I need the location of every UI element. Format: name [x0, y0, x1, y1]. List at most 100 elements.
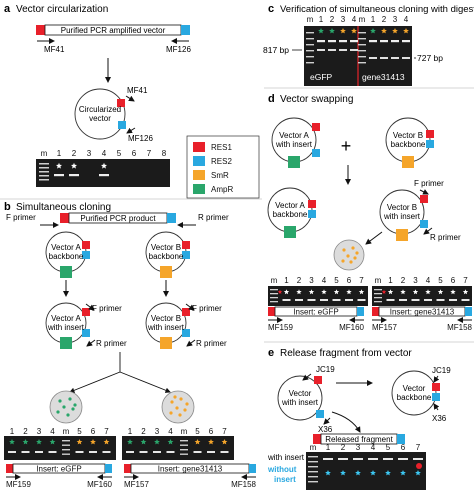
gel: [306, 452, 426, 490]
smr-marker: [160, 266, 172, 278]
gel-lane-label: 4: [426, 276, 431, 285]
legend-swatch: [193, 184, 205, 194]
primer-r: R primer: [198, 213, 229, 222]
primer-f: F primer: [6, 213, 36, 222]
primer-mf126: MF126: [166, 45, 191, 54]
ladder-band: [308, 466, 318, 468]
lane-star: [283, 289, 290, 295]
res1-block: [312, 123, 320, 131]
gel-lane-label: 4: [50, 427, 55, 436]
colonies: [56, 397, 77, 417]
lane-star: [325, 470, 331, 476]
gel-band: [413, 458, 423, 460]
right-r-primer: R primer: [196, 339, 227, 348]
gel: [372, 286, 472, 306]
lane-star: [412, 289, 419, 295]
res1-block: [82, 308, 90, 316]
ampr-marker: [60, 266, 72, 278]
ladder-band: [306, 62, 314, 64]
lane-star: [400, 289, 406, 295]
gel-lane-label: 2: [401, 276, 406, 285]
primer-arrow: [419, 189, 429, 195]
gel-band: [328, 40, 336, 43]
ladder-band: [62, 449, 70, 451]
gel-lane-label: 4: [404, 15, 409, 24]
gel-lane-label: 3: [155, 427, 160, 436]
gel-band: [357, 299, 366, 301]
colony: [71, 407, 75, 411]
gel-lane-label: 2: [72, 149, 77, 158]
res2-block: [465, 307, 472, 316]
lane-star: [103, 439, 110, 445]
v1-label: Vector A: [279, 131, 309, 140]
gel-lane-label: 2: [141, 427, 146, 436]
res2-block: [432, 393, 440, 401]
gel-lane-label: 3: [37, 427, 42, 436]
colony: [68, 397, 72, 401]
lane-star: [127, 439, 133, 445]
res1-block: [268, 307, 275, 316]
lane-star: [450, 289, 456, 295]
insert-label: Insert: eGFP: [36, 465, 81, 474]
gel-lane-label: 2: [341, 443, 346, 452]
primer-arrow: [433, 403, 440, 411]
gel-band: [339, 49, 347, 51]
lane-star: [36, 439, 42, 445]
x36-left: X36: [318, 425, 333, 434]
v2-label: backbone: [391, 140, 426, 149]
v3-label: backbone: [273, 210, 308, 219]
gel-band: [350, 40, 358, 43]
ladder-band: [358, 62, 366, 64]
primer-arrow: [126, 127, 136, 134]
legend-label: RES1: [211, 143, 232, 152]
colony: [58, 399, 62, 403]
smr-marker: [396, 229, 408, 241]
gel-lane-label: 1: [319, 15, 324, 24]
flow-arrow: [331, 411, 361, 433]
gel-band: [54, 174, 64, 177]
insert-label: Insert: gene31413: [390, 308, 455, 317]
primer-label: MF157: [124, 480, 149, 489]
ladder-band: [374, 297, 382, 299]
gel-band: [402, 57, 410, 59]
gel-band: [383, 458, 393, 460]
gel-band: [402, 40, 410, 43]
gel-lane-label: 7: [147, 149, 152, 158]
ladder-band: [374, 289, 382, 291]
flow-arrow: [119, 371, 171, 393]
jc19-right: JC19: [432, 366, 451, 375]
d-f-primer: F primer: [414, 179, 444, 188]
colony: [349, 260, 353, 264]
ladder-band: [180, 449, 188, 451]
gel-lane-label: 3: [341, 15, 346, 24]
bp-left: 817 bp: [263, 45, 289, 55]
gel-lane-label: m: [41, 149, 48, 158]
e-v2-label: backbone: [397, 393, 432, 402]
colony: [183, 408, 187, 412]
panel-d-letter: d: [268, 93, 275, 105]
ladder-band: [270, 293, 278, 295]
gel-band: [89, 451, 97, 453]
lane-star: [333, 289, 340, 295]
res2-block: [249, 464, 256, 473]
lane-star: [346, 289, 352, 295]
gel-band: [166, 451, 175, 453]
gel-lane-label: 7: [222, 427, 227, 436]
gel-lane-label: 6: [451, 276, 456, 285]
lane-star: [71, 162, 77, 169]
lane-star: [329, 28, 335, 34]
res1-block: [6, 464, 13, 473]
res2-block: [182, 329, 190, 337]
circle-primer-top: MF41: [127, 86, 148, 95]
plus-sign: +: [341, 136, 352, 156]
panel-c-title: Verification of simultaneous cloning wit…: [280, 4, 474, 15]
gel-lane-label: 1: [57, 149, 62, 158]
res2-block: [118, 121, 126, 129]
res1-block: [313, 434, 321, 444]
gel-band: [320, 299, 328, 301]
gel-band: [424, 299, 432, 301]
vector-a-insert-label: with insert: [47, 323, 85, 332]
gel-band: [21, 451, 30, 453]
